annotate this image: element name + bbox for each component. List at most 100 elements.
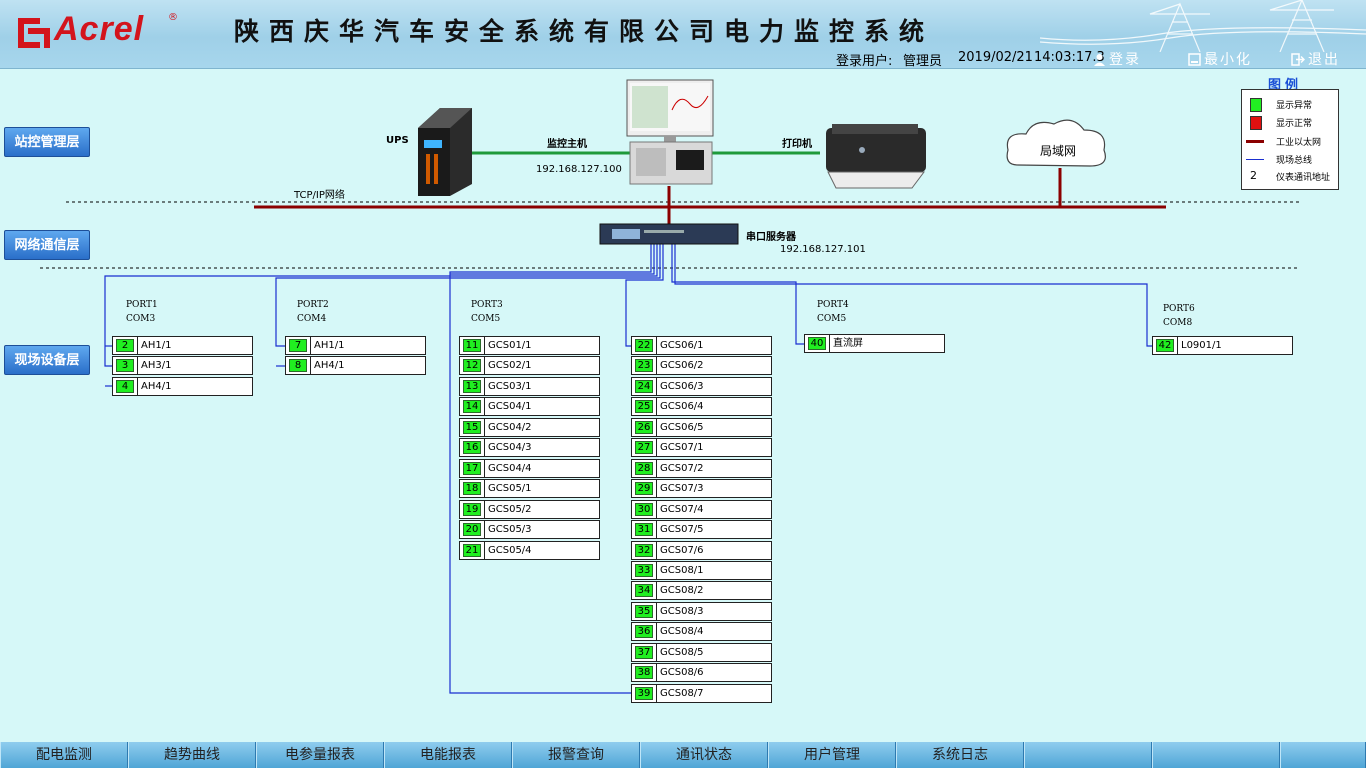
nav-tab-7[interactable]: 系统日志 <box>896 742 1024 768</box>
nav-tab-4[interactable]: 报警查询 <box>512 742 640 768</box>
device-address-badge: 30 <box>635 502 653 516</box>
device-name: GCS05/3 <box>484 521 532 539</box>
nav-tab-10[interactable] <box>1280 742 1366 768</box>
device-name: GCS06/4 <box>656 398 704 416</box>
device-address-badge: 18 <box>463 482 481 496</box>
exit-icon <box>1291 53 1306 66</box>
station-layer-button[interactable]: 站控管理层 <box>4 127 90 157</box>
device-name: 直流屏 <box>829 335 863 352</box>
device-name: GCS04/2 <box>484 418 532 436</box>
device-address-badge: 15 <box>463 420 481 434</box>
device-name: GCS06/3 <box>656 377 704 395</box>
device-address-badge: 37 <box>635 645 653 659</box>
monitoring-host-icon <box>626 79 714 185</box>
device-address-badge: 14 <box>463 400 481 414</box>
device-name: GCS06/1 <box>656 337 704 354</box>
minimize-button[interactable]: 最小化 <box>1188 49 1252 69</box>
device-name: L0901/1 <box>1177 337 1222 354</box>
printer-label: 打印机 <box>782 139 812 150</box>
nav-tab-6[interactable]: 用户管理 <box>768 742 896 768</box>
device-address-badge: 42 <box>1156 339 1174 352</box>
exit-button[interactable]: 退出 <box>1291 49 1340 69</box>
nav-tab-9[interactable] <box>1152 742 1280 768</box>
device-address-badge: 31 <box>635 523 653 537</box>
nav-tab-8[interactable] <box>1024 742 1152 768</box>
device-address-badge: 4 <box>116 379 134 393</box>
lan-label: 局域网 <box>1040 144 1077 158</box>
nav-tab-3[interactable]: 电能报表 <box>384 742 512 768</box>
tcpip-label: TCP/IP网络 <box>294 190 345 201</box>
device-name: GCS08/7 <box>656 684 704 702</box>
acrel-logo-icon <box>18 18 50 48</box>
host-label: 监控主机 <box>547 139 587 150</box>
device-address-badge: 13 <box>463 379 481 393</box>
legend-swatch-abnormal <box>1250 98 1262 112</box>
device-name: GCS04/3 <box>484 439 532 457</box>
device-name: GCS08/4 <box>656 623 704 641</box>
device-address-badge: 35 <box>635 604 653 618</box>
device-name: GCS08/1 <box>656 561 704 579</box>
device-address-badge: 39 <box>635 686 653 700</box>
field-layer-button[interactable]: 现场设备层 <box>4 345 90 375</box>
device-address-badge: 34 <box>635 584 653 598</box>
device-name: GCS02/1 <box>484 357 532 375</box>
printer-icon <box>826 124 926 189</box>
nav-tab-2[interactable]: 电参量报表 <box>256 742 384 768</box>
device-address-badge: 36 <box>635 625 653 639</box>
login-button[interactable]: 登录 <box>1093 49 1141 69</box>
network-layer-button[interactable]: 网络通信层 <box>4 230 90 260</box>
nav-tab-1[interactable]: 趋势曲线 <box>128 742 256 768</box>
device-address-badge: 33 <box>635 563 653 577</box>
device-name: GCS06/5 <box>656 418 704 436</box>
nav-tab-5[interactable]: 通讯状态 <box>640 742 768 768</box>
nav-tab-0[interactable]: 配电监测 <box>0 742 128 768</box>
device-address-badge: 17 <box>463 461 481 475</box>
device-name: AH1/1 <box>310 337 344 354</box>
device-name: GCS07/6 <box>656 541 704 559</box>
device-name: AH1/1 <box>137 337 171 354</box>
field-bus-lines <box>104 244 1154 694</box>
serial-server-ip: 192.168.127.101 <box>780 244 866 255</box>
device-name: AH4/1 <box>310 357 344 375</box>
device-address-badge: 20 <box>463 523 481 537</box>
